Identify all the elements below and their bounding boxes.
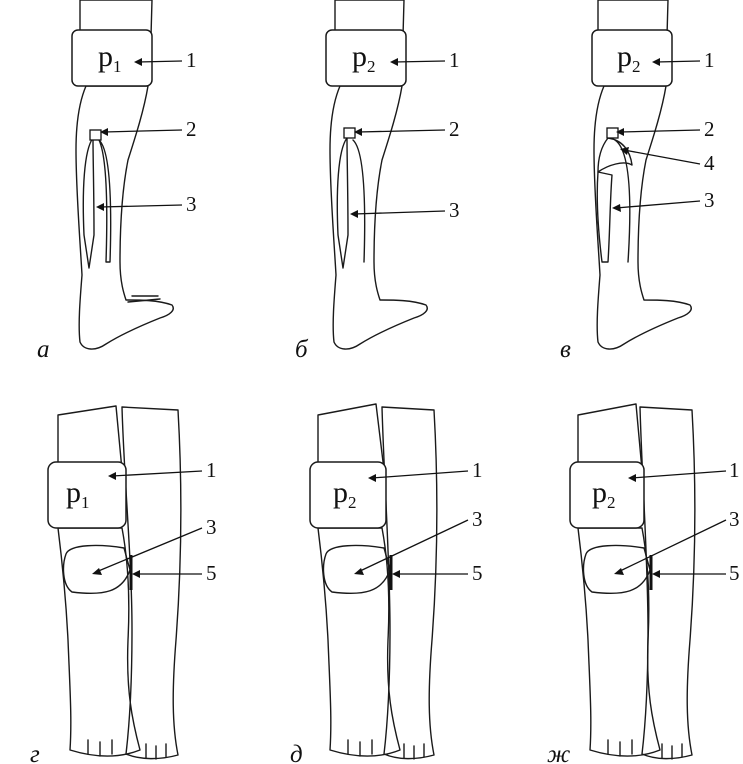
patch-3 bbox=[324, 546, 390, 594]
panel-f: p2 1 3 5 ж bbox=[547, 404, 740, 764]
caption: а bbox=[37, 336, 50, 363]
callout-4: 4 bbox=[704, 151, 715, 175]
callout-2: 2 bbox=[449, 117, 460, 141]
vein bbox=[337, 138, 348, 268]
thigh bbox=[318, 404, 384, 470]
callout-1: 1 bbox=[704, 48, 715, 72]
callout-1: 1 bbox=[206, 458, 217, 482]
leg-outline bbox=[594, 86, 691, 349]
caption: в bbox=[560, 336, 571, 363]
panel-d: p1 1 3 5 г bbox=[30, 406, 217, 764]
callout-1: 1 bbox=[449, 48, 460, 72]
clip-2 bbox=[344, 128, 355, 138]
callout-3: 3 bbox=[472, 507, 483, 531]
vein bbox=[83, 138, 94, 268]
callout-2: 2 bbox=[186, 117, 197, 141]
callout-1: 1 bbox=[729, 458, 740, 482]
thigh bbox=[58, 406, 122, 470]
patch-3 bbox=[584, 546, 650, 594]
callout-5: 5 bbox=[206, 561, 217, 585]
caption: г bbox=[30, 741, 40, 764]
caption: ж bbox=[547, 741, 570, 764]
callout-3: 3 bbox=[449, 198, 460, 222]
panel-e: p2 1 3 5 д bbox=[290, 404, 483, 764]
vein bbox=[597, 172, 612, 262]
panel-b: p2 1 2 3 б bbox=[295, 0, 460, 363]
callout-3: 3 bbox=[729, 507, 740, 531]
callout-3: 3 bbox=[206, 515, 217, 539]
clip-2 bbox=[607, 128, 618, 138]
thigh bbox=[578, 404, 642, 470]
caption: д bbox=[290, 741, 303, 764]
clip-2 bbox=[90, 130, 101, 140]
callout-2: 2 bbox=[704, 117, 715, 141]
patch-3 bbox=[64, 546, 130, 594]
callout-3: 3 bbox=[704, 188, 715, 212]
callout-5: 5 bbox=[729, 561, 740, 585]
panel-c: p2 1 2 4 3 в bbox=[560, 0, 715, 363]
callout-1: 1 bbox=[472, 458, 483, 482]
leg-outline bbox=[330, 86, 427, 349]
leg-outline bbox=[76, 86, 173, 349]
panel-a: p1 1 2 3 а bbox=[37, 0, 197, 363]
callout-3: 3 bbox=[186, 192, 197, 216]
caption: б bbox=[295, 336, 309, 363]
callout-1: 1 bbox=[186, 48, 197, 72]
callout-5: 5 bbox=[472, 561, 483, 585]
